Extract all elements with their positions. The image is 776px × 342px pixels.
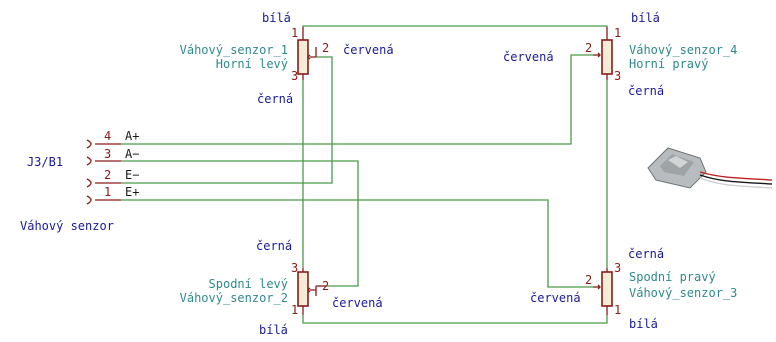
wires xyxy=(121,25,608,324)
wire-top-white xyxy=(302,25,608,27)
pin-number: 2 xyxy=(322,41,329,55)
net-label: červená xyxy=(503,50,554,64)
pin-number: 1 xyxy=(614,303,621,317)
load-cell-photo xyxy=(647,147,773,189)
connector-pin-num: 2 xyxy=(104,168,111,182)
sensor-name: Váhový_senzor_4 xyxy=(629,43,737,57)
sensor-2: 3 2 1 černá červená bílá Spodní levý Váh… xyxy=(180,239,383,337)
connector-j3: J3/B1 Váhový senzor 4 A+ 3 A− 2 E− 1 E+ xyxy=(20,129,139,233)
net-label: bílá xyxy=(262,11,291,25)
net-label: černá xyxy=(628,84,664,98)
connector-pin-name: E+ xyxy=(125,185,139,199)
sensor-position: Spodní pravý xyxy=(629,270,716,284)
connector-pin-num: 4 xyxy=(104,129,111,143)
net-label: červená xyxy=(530,291,581,305)
connector-pin-name: A+ xyxy=(125,129,139,143)
wire-e-minus xyxy=(121,56,333,184)
sensor-3: 3 2 1 černá červená bílá Spodní pravý Vá… xyxy=(530,247,737,331)
pin-number: 3 xyxy=(291,261,298,275)
wire-bottom-white xyxy=(302,315,608,324)
pin-number: 3 xyxy=(291,69,298,83)
sensor-position: Horní pravý xyxy=(629,57,708,71)
pin-number: 1 xyxy=(291,26,298,40)
wire-a-plus xyxy=(121,54,593,145)
net-label: červená xyxy=(343,43,394,57)
pin-number: 2 xyxy=(585,273,592,287)
net-label: černá xyxy=(257,92,293,106)
connector-pin-num: 1 xyxy=(104,185,111,199)
pin-number: 1 xyxy=(291,303,298,317)
connector-pin-name: A− xyxy=(125,147,139,161)
net-label: bílá xyxy=(259,323,288,337)
wire-e-plus xyxy=(121,199,593,288)
sensor-name: Váhový_senzor_1 xyxy=(180,43,288,57)
net-label: červená xyxy=(332,296,383,310)
sensor-name: Váhový_senzor_3 xyxy=(629,286,737,300)
pin-number: 3 xyxy=(614,261,621,275)
pin-number: 1 xyxy=(614,26,621,40)
pin-number: 2 xyxy=(585,41,592,55)
net-label: černá xyxy=(256,239,292,253)
sensor-position: Spodní levý xyxy=(209,277,288,291)
sensor-4: 1 2 3 bílá červená černá Váhový_senzor_4… xyxy=(503,11,737,98)
sensor-1: 1 2 3 bílá červená černá Váhový_senzor_1… xyxy=(180,11,394,106)
connector-value: Váhový senzor xyxy=(20,219,114,233)
sensor-position: Horní levý xyxy=(216,57,288,71)
pin-number: 3 xyxy=(614,69,621,83)
pin-number: 2 xyxy=(322,279,329,293)
connector-pin-name: E− xyxy=(125,168,139,182)
net-label: černá xyxy=(628,247,664,261)
connector-ref: J3/B1 xyxy=(27,155,63,169)
wire-a-minus xyxy=(121,160,359,287)
sensor-name: Váhový_senzor_2 xyxy=(180,291,288,305)
net-label: bílá xyxy=(631,11,660,25)
connector-pin-num: 3 xyxy=(104,147,111,161)
net-label: bílá xyxy=(629,317,658,331)
